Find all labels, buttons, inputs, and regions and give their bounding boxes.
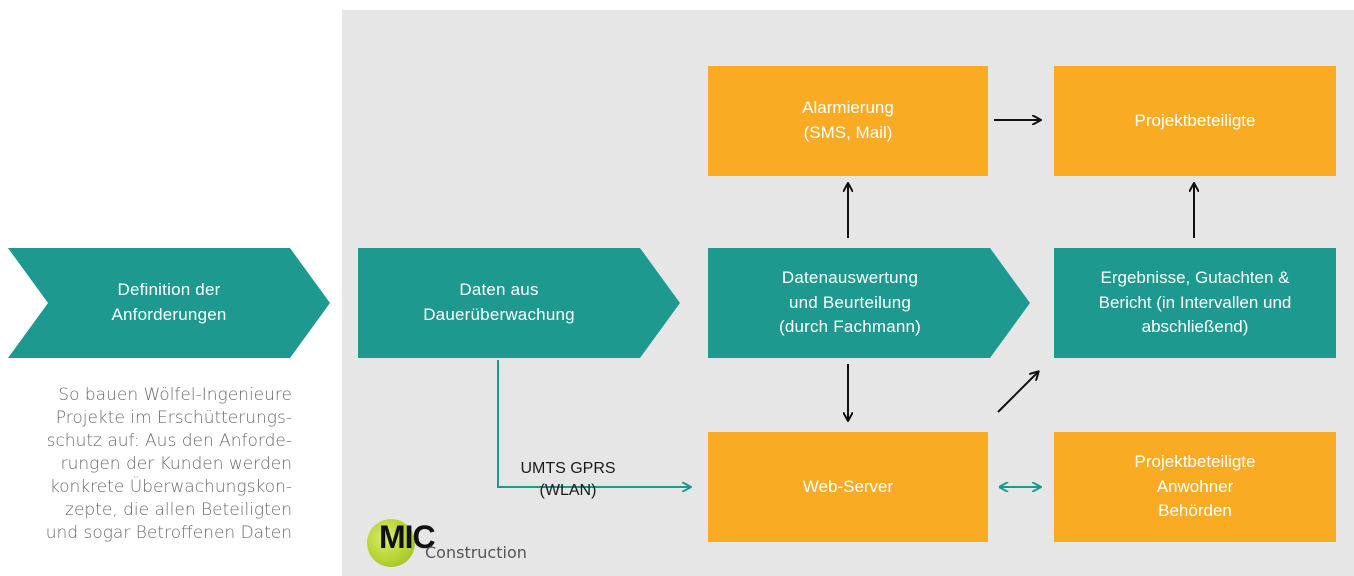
alarmierung-line-1: Alarmierung [802,98,894,118]
description-line-2: Projekte im Erschütterungs- [55,407,292,428]
logo-circle-icon [367,519,415,567]
step-ergebnisse-line-1: Ergebnisse, Gutachten & [1100,268,1290,288]
step-ergebnisse-line-2: Bericht (in Intervallen und [1098,292,1292,312]
projektbeteiligte-bottom-line-2: Anwohner [1156,476,1234,496]
projektbeteiligte-bottom-box: Projektbeteiligte Anwohner Behörden [1054,432,1336,542]
step-ergebnisse-label: Ergebnisse, Gutachten & Bericht (in Inte… [1099,266,1292,340]
logo-subtitle: Construction [425,543,527,562]
alarmierung-label: Alarmierung (SMS, Mail) [802,96,894,145]
projektbeteiligte-top-line-1: Projektbeteiligte [1134,110,1256,130]
step-daten-line-1: Daten aus [459,280,539,300]
description-line-6: zepte, die allen Beteiligten [65,499,292,520]
alarmierung-line-2: (SMS, Mail) [803,123,893,142]
step-daten-chevron: Daten aus Dauerüberwachung [358,248,680,358]
step-daten-line-2: Dauerüberwachung [423,305,575,324]
description-line-3: schutz auf: Aus den Anforde- [46,430,292,451]
projektbeteiligte-bottom-line-1: Projektbeteiligte [1134,452,1256,472]
step-definition-line-2: Anforderungen [111,305,227,324]
alarmierung-box: Alarmierung (SMS, Mail) [708,66,988,176]
description-text: So bauen Wölfel-Ingenieure Projekte im E… [0,384,292,545]
connection-label-line-2: (WLAN) [539,481,597,499]
step-auswertung-line-3: (durch Fachmann) [778,317,922,337]
step-auswertung-line-2: und Beurteilung [788,292,912,312]
webserver-box: Web-Server [708,432,988,542]
projektbeteiligte-bottom-line-3: Behörden [1158,501,1232,521]
arrow-webserver-to-ergebnisse [997,372,1038,413]
step-auswertung-line-1: Datenauswertung [781,268,919,288]
webserver-line-1: Web-Server [802,476,894,496]
mic-construction-logo: MIC Construction [367,517,547,571]
step-ergebnisse-line-3: abschließend) [1141,317,1249,337]
step-definition-chevron: Definition der Anforderungen [8,248,330,358]
description-line-7: und sogar Betroffenen Daten [45,522,292,543]
step-daten-label: Daten aus Dauerüberwachung [423,278,575,327]
projektbeteiligte-top-label: Projektbeteiligte [1135,109,1256,134]
step-definition-label: Definition der Anforderungen [111,278,226,327]
logo-mark-text: MIC [379,519,436,555]
description-line-1: So bauen Wölfel-Ingenieure [58,385,292,405]
connection-label: UMTS GPRS (WLAN) [518,458,618,501]
projektbeteiligte-bottom-label: Projektbeteiligte Anwohner Behörden [1135,450,1256,524]
step-definition-line-1: Definition der [117,280,221,300]
description-line-5: konkrete Überwachungskon- [49,476,292,497]
connection-label-line-1: UMTS GPRS [520,460,616,477]
step-ergebnisse-box: Ergebnisse, Gutachten & Bericht (in Inte… [1054,248,1336,358]
step-auswertung-label: Datenauswertung und Beurteilung (durch F… [779,266,921,340]
projektbeteiligte-top-box: Projektbeteiligte [1054,66,1336,176]
webserver-label: Web-Server [803,475,893,500]
step-auswertung-chevron: Datenauswertung und Beurteilung (durch F… [708,248,1030,358]
description-line-4: rungen der Kunden werden [60,453,292,474]
connection-daten-to-webserver [497,360,690,487]
